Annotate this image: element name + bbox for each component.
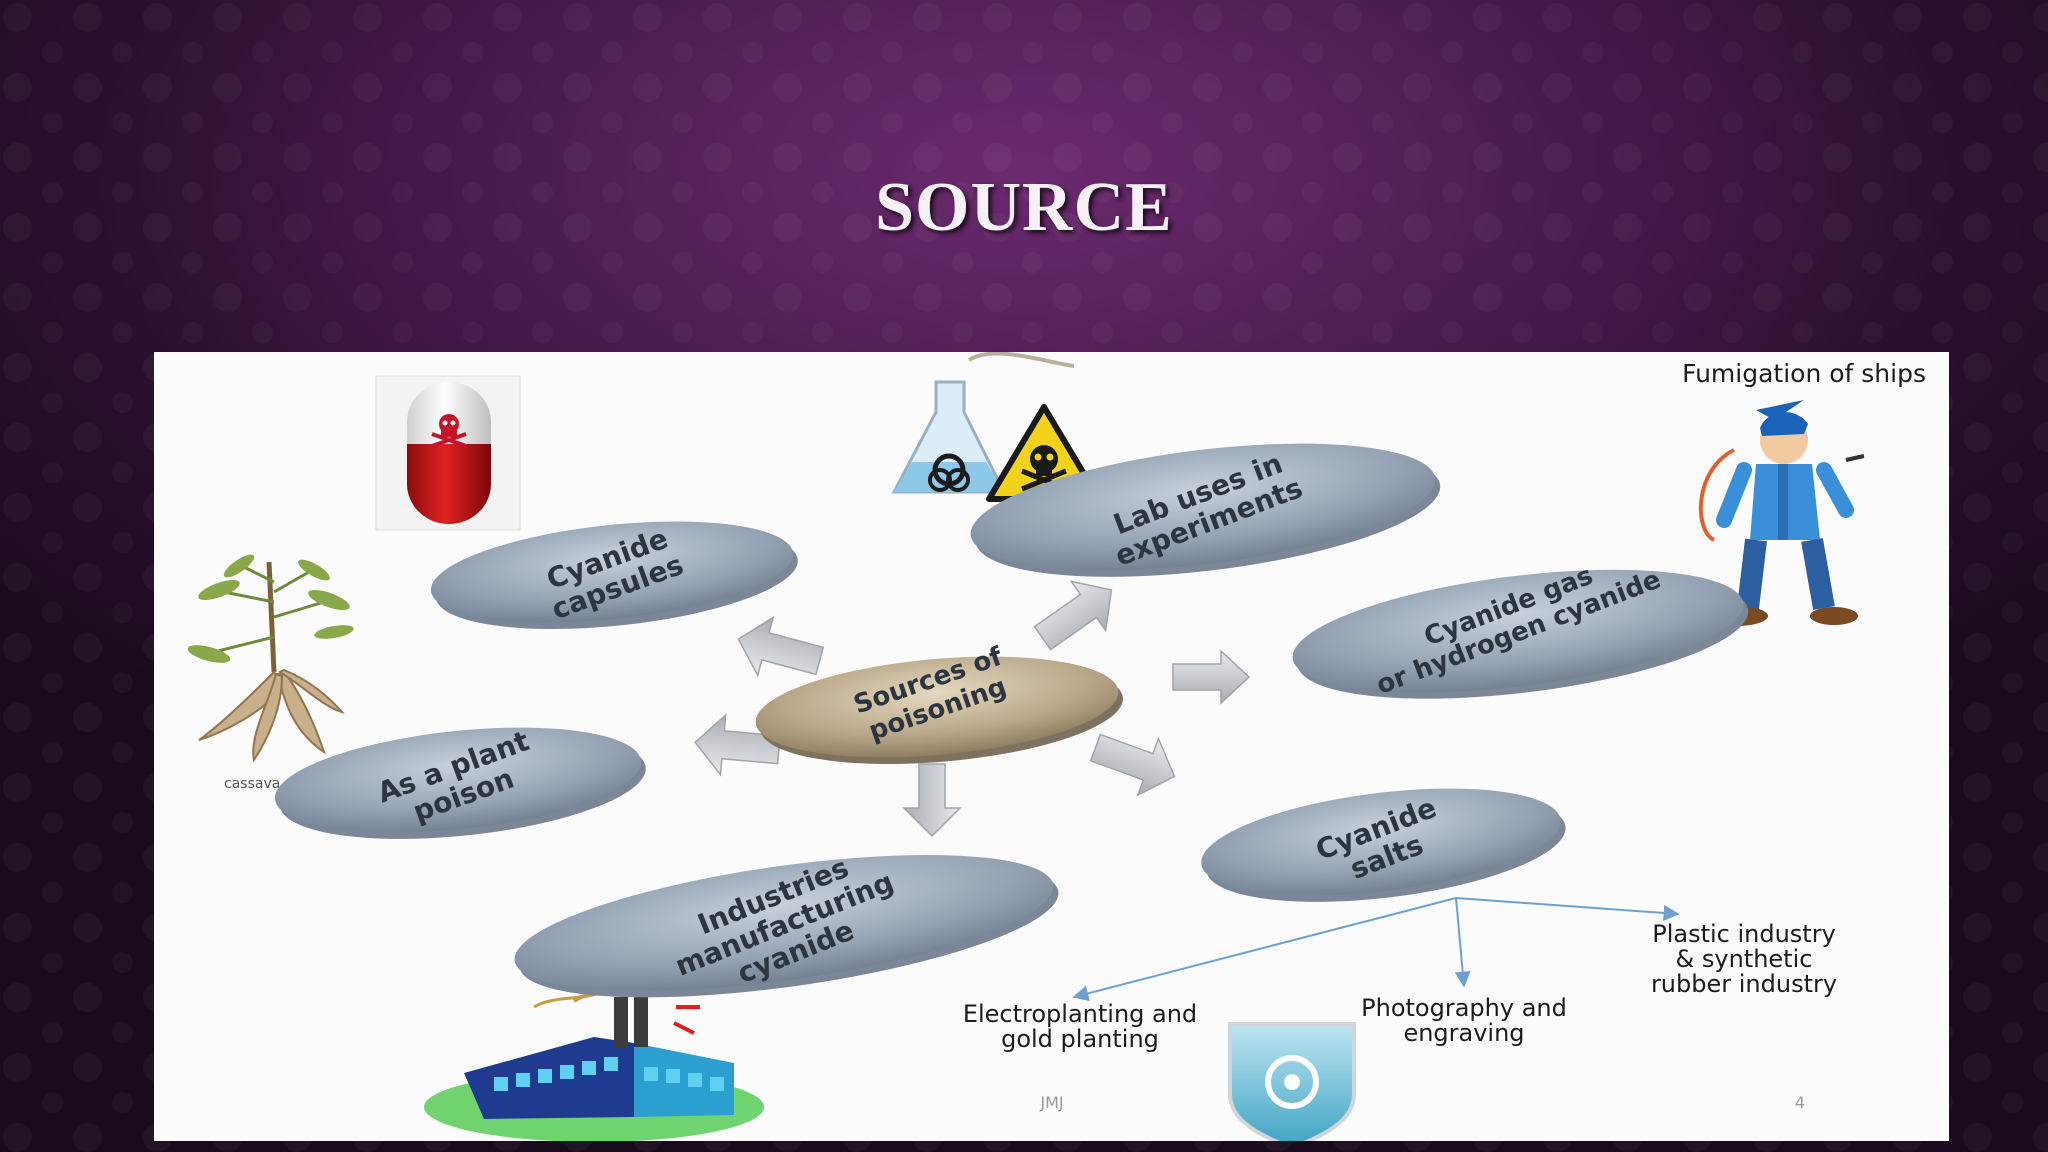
node-salts: Cyanidesalts: [1201, 788, 1566, 902]
page-number: 4: [1795, 1093, 1805, 1112]
node-capsules: Cyanidecapsules: [430, 521, 798, 630]
connector-photography: [1454, 897, 1471, 988]
node-lab: Lab uses inexperiments: [970, 443, 1441, 577]
cassava-caption: cassava: [224, 776, 280, 792]
footer-left: JMJ: [1039, 1093, 1063, 1112]
cassava-plant-icon: cassava: [187, 554, 354, 792]
factory-icon: [424, 979, 764, 1141]
connector-arrows: [694, 580, 1251, 838]
arrow-to-industries: [902, 763, 962, 838]
node-plant: As a plantpoison: [274, 724, 646, 839]
arrow-to-gas: [1172, 649, 1251, 705]
skull-capsule-icon: [375, 375, 521, 531]
salt-use-connectors: [1072, 897, 1680, 1002]
arrow-to-capsules: [737, 615, 825, 678]
fumigation-caption: Fumigation of ships: [1682, 359, 1926, 388]
arrow-to-salts: [1089, 733, 1176, 797]
diagram-panel: cassava: [154, 352, 1949, 1141]
arrow-to-lab: [1033, 580, 1113, 651]
connector-electroplating: [1072, 897, 1457, 1002]
node-gas: Cyanide gasor hydrogen cyanide: [1292, 561, 1749, 701]
diagram-canvas: cassava: [187, 352, 1926, 1141]
logo-shield-icon: [1228, 1022, 1356, 1141]
slide-title: SOURCE: [875, 169, 1173, 246]
connector-plastic: [1455, 897, 1680, 921]
